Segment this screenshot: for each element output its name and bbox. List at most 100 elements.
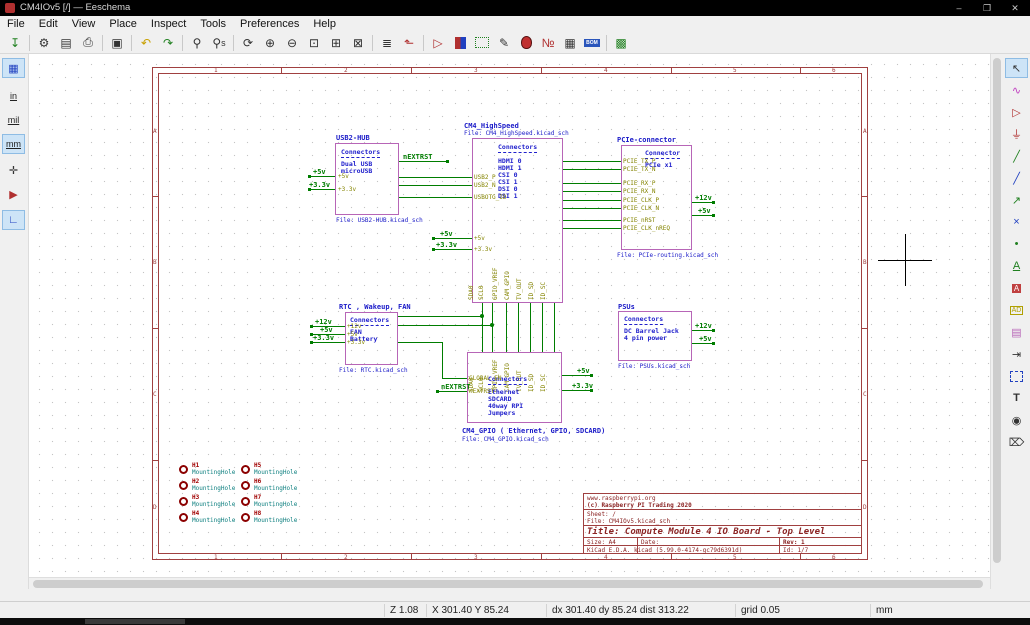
menu-edit[interactable]: Edit bbox=[32, 18, 65, 30]
sheet-pin[interactable]: GPIO_VREF bbox=[492, 267, 499, 300]
no-connect-button[interactable]: × bbox=[1005, 212, 1028, 232]
sheet-pin[interactable]: ID_SD bbox=[528, 282, 535, 300]
place-power-port-button[interactable]: ⏚ bbox=[1005, 124, 1028, 144]
mounting-hole-symbol[interactable] bbox=[179, 481, 188, 490]
zoom-out-button[interactable]: ⊖ bbox=[281, 33, 303, 53]
leave-sheet-button[interactable]: ⬑ bbox=[398, 33, 420, 53]
menu-help[interactable]: Help bbox=[306, 18, 343, 30]
power-label[interactable]: +5v bbox=[698, 207, 711, 215]
sheet-pin[interactable]: +5v bbox=[474, 235, 485, 242]
edit-fields-button[interactable]: ✎ bbox=[493, 33, 515, 53]
net-label[interactable]: nEXTRST bbox=[441, 383, 471, 391]
power-label[interactable]: +3.3v bbox=[572, 382, 593, 390]
footprint-assign-button[interactable] bbox=[471, 33, 493, 53]
sheet-pin[interactable]: ID_SD bbox=[528, 374, 535, 392]
wire-to-bus-entry-button[interactable]: ↗ bbox=[1005, 190, 1028, 210]
mounting-hole-symbol[interactable] bbox=[241, 513, 250, 522]
sheet-pin[interactable]: SCL0 bbox=[478, 286, 485, 300]
power-label[interactable]: +5v bbox=[313, 168, 326, 176]
place-image-button[interactable]: ◉ bbox=[1005, 410, 1028, 430]
power-label[interactable]: +3.3v bbox=[313, 334, 334, 342]
sheet-pin[interactable]: PCIE_RX_P bbox=[623, 180, 656, 187]
power-label[interactable]: +3.3v bbox=[436, 241, 457, 249]
vertical-scrollbar[interactable] bbox=[990, 54, 1003, 589]
menu-tools[interactable]: Tools bbox=[193, 18, 233, 30]
power-label[interactable]: +12v bbox=[315, 318, 332, 326]
delete-tool-button[interactable]: ⌦ bbox=[1005, 432, 1028, 452]
mounting-hole-symbol[interactable] bbox=[241, 465, 250, 474]
menu-inspect[interactable]: Inspect bbox=[144, 18, 193, 30]
mounting-hole-symbol[interactable] bbox=[179, 497, 188, 506]
symbol-fields-table-button[interactable]: ▦ bbox=[559, 33, 581, 53]
undo-button[interactable]: ↶ bbox=[135, 33, 157, 53]
sheet-pin[interactable]: PCIE_TX_P bbox=[623, 158, 656, 165]
menu-file[interactable]: File bbox=[0, 18, 32, 30]
mounting-hole-symbol[interactable] bbox=[241, 481, 250, 490]
page-settings-button[interactable]: ▤ bbox=[55, 33, 77, 53]
place-hierarchical-label-button[interactable]: AD bbox=[1005, 300, 1028, 320]
place-net-label-button[interactable]: A bbox=[1005, 256, 1028, 276]
place-text-button[interactable]: T bbox=[1005, 388, 1028, 408]
grid-toggle-button[interactable]: ▦ bbox=[2, 58, 25, 78]
orthogonal-wires-button[interactable]: ∟ bbox=[2, 210, 25, 230]
sheet-pin[interactable]: nEXTRST bbox=[469, 388, 494, 395]
sheet-pin[interactable]: +5v bbox=[347, 331, 358, 338]
close-button[interactable]: ✕ bbox=[1001, 0, 1029, 16]
power-label[interactable]: +5v bbox=[699, 335, 712, 343]
redo-button[interactable]: ↷ bbox=[157, 33, 179, 53]
hierarchy-navigator-button[interactable]: ≣ bbox=[376, 33, 398, 53]
zoom-selection-button[interactable]: ⊠ bbox=[347, 33, 369, 53]
refresh-button[interactable]: ⟳ bbox=[237, 33, 259, 53]
annotate-button[interactable]: № bbox=[537, 33, 559, 53]
sheet-name[interactable]: PSUs bbox=[618, 303, 635, 311]
mounting-hole-symbol[interactable] bbox=[241, 497, 250, 506]
sheet-pin[interactable]: +3.3v bbox=[338, 186, 356, 193]
highlight-net-button[interactable]: ∿ bbox=[1005, 80, 1028, 100]
place-bus-button[interactable]: ╱ bbox=[1005, 168, 1028, 188]
print-button[interactable]: ⎙ bbox=[77, 33, 99, 53]
menu-preferences[interactable]: Preferences bbox=[233, 18, 306, 30]
power-label[interactable]: +5v bbox=[320, 326, 333, 334]
zoom-fit-button[interactable]: ⊡ bbox=[303, 33, 325, 53]
symbol-library-browser-button[interactable] bbox=[449, 33, 471, 53]
mounting-hole-symbol[interactable] bbox=[179, 513, 188, 522]
zoom-objects-button[interactable]: ⊞ bbox=[325, 33, 347, 53]
sheet-pin[interactable]: PCIE_CLK_nREQ bbox=[623, 225, 670, 232]
units-mm-button[interactable]: mm bbox=[2, 134, 25, 154]
sheet-name[interactable]: PCIe-connector bbox=[617, 136, 676, 144]
import-sheet-pin-button[interactable]: ⇥ bbox=[1005, 344, 1028, 364]
cursor-shape-button[interactable]: ✛ bbox=[2, 160, 25, 180]
units-inches-button[interactable]: in bbox=[2, 86, 25, 106]
paste-button[interactable]: ▣ bbox=[106, 33, 128, 53]
erc-button[interactable] bbox=[515, 33, 537, 53]
horizontal-scrollbar-thumb[interactable] bbox=[33, 580, 983, 588]
select-tool-button[interactable]: ↖ bbox=[1005, 58, 1028, 78]
menu-view[interactable]: View bbox=[65, 18, 103, 30]
place-wire-button[interactable]: ╱ bbox=[1005, 146, 1028, 166]
units-mils-button[interactable]: mil bbox=[2, 110, 25, 130]
sheet-pin[interactable]: PCIE_CLK_P bbox=[623, 197, 659, 204]
bom-button[interactable]: BOM bbox=[581, 33, 603, 53]
sheet-pin[interactable]: ID_SC bbox=[540, 374, 547, 392]
sheet-name[interactable]: USB2-HUB bbox=[336, 134, 370, 142]
net-label[interactable]: nEXTRST bbox=[403, 153, 433, 161]
minimize-button[interactable]: – bbox=[945, 0, 973, 16]
sheet-name[interactable]: CM4_GPIO ( Ethernet, GPIO, SDCARD) bbox=[462, 427, 605, 435]
sheet-pin[interactable]: PCIE_nRST bbox=[623, 217, 656, 224]
graphic-shape-button[interactable] bbox=[1005, 366, 1028, 386]
sheet-pin[interactable]: +12v bbox=[347, 323, 361, 330]
find-button[interactable]: ⚲ bbox=[186, 33, 208, 53]
place-junction-button[interactable]: • bbox=[1005, 234, 1028, 254]
find-replace-button[interactable]: ⚲s bbox=[208, 33, 230, 53]
schematic-setup-button[interactable]: ⚙ bbox=[33, 33, 55, 53]
open-pcbnew-button[interactable]: ▩ bbox=[610, 33, 632, 53]
sheet-pin[interactable]: +5v bbox=[338, 173, 349, 180]
menu-place[interactable]: Place bbox=[102, 18, 144, 30]
place-global-label-button[interactable]: A bbox=[1005, 278, 1028, 298]
sheet-pin[interactable]: USB2_P bbox=[474, 174, 496, 181]
sheet-name[interactable]: RTC , Wakeup, FAN bbox=[339, 303, 411, 311]
edit-symbols-button[interactable]: ▷ bbox=[427, 33, 449, 53]
power-label[interactable]: +5v bbox=[440, 230, 453, 238]
sheet-pin[interactable]: GLOBAL_EN bbox=[469, 375, 502, 382]
sheet-pin[interactable]: ID_SC bbox=[540, 282, 547, 300]
